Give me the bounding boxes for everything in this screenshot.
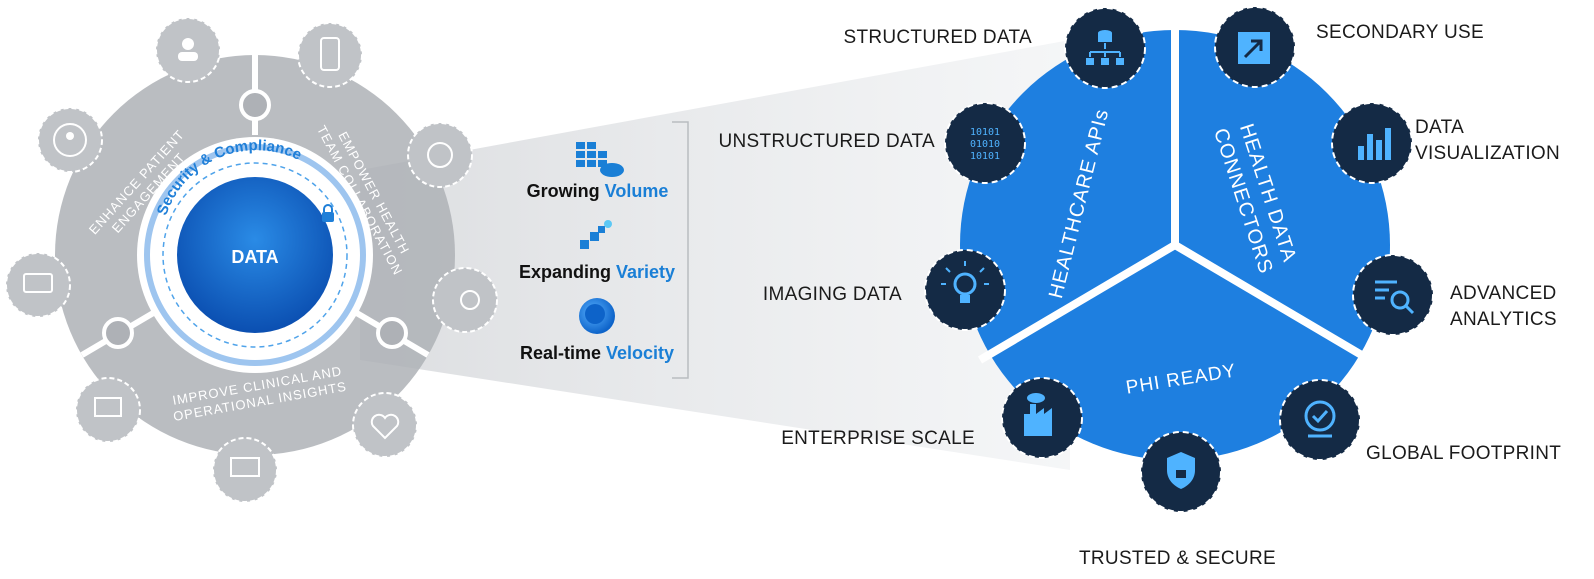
label-data-visualization: DATA VISUALIZATION	[1415, 115, 1560, 167]
label-data-visualization-line2: VISUALIZATION	[1415, 143, 1561, 164]
velocity-highlight: Velocity	[606, 343, 675, 363]
label-unstructured-data: UNSTRUCTURED DATA	[718, 131, 935, 152]
middle-item-variety: Expanding Variety	[508, 262, 686, 283]
label-advanced-analytics-line1: ADVANCED	[1450, 283, 1557, 304]
watch-icon	[432, 267, 498, 333]
lightbulb-icon	[924, 249, 1006, 331]
left-wheel-icons	[5, 17, 498, 503]
factory-icon	[1001, 377, 1083, 459]
bar-chart-icon	[1331, 102, 1413, 184]
stethoscope-icon	[407, 122, 473, 188]
circle-velocity-icon	[579, 298, 615, 334]
heart-health-icon	[352, 392, 418, 458]
label-structured-data: STRUCTURED DATA	[843, 27, 1032, 48]
binary-code-icon: 10101 01010 10101	[944, 102, 1026, 184]
left-wheel: Security & Compliance DATA ENHANCE PATIE…	[55, 55, 455, 455]
label-advanced-analytics: ADVANCED ANALYTICS	[1450, 281, 1557, 333]
shield-lock-icon	[1140, 431, 1222, 513]
data-core	[177, 177, 333, 333]
svg-text:01010: 01010	[970, 139, 1000, 150]
middle-item-velocity: Real-time Velocity	[508, 343, 686, 364]
right-wheel-icons: 10101 01010 10101	[924, 6, 1434, 513]
variety-highlight: Variety	[615, 262, 676, 282]
person-frame-icon	[155, 17, 221, 83]
variety-prefix: Expanding	[518, 262, 611, 282]
velocity-prefix: Real-time	[519, 343, 601, 363]
lock-icon	[322, 204, 334, 222]
label-advanced-analytics-line2: ANALYTICS	[1450, 309, 1557, 330]
mobile-device-icon	[297, 22, 363, 88]
laptop-chart-icon	[75, 377, 141, 443]
data-core-label: DATA	[231, 247, 278, 267]
svg-text:10101: 10101	[970, 151, 1000, 162]
data-grid-cloud-icon	[576, 142, 624, 177]
arrow-share-icon	[1214, 6, 1296, 88]
label-trusted-secure: TRUSTED & SECURE	[1079, 548, 1276, 569]
person-refresh-icon	[37, 107, 103, 173]
scattered-squares-icon	[580, 220, 612, 249]
svg-text:10101: 10101	[970, 127, 1000, 138]
globe-check-icon	[1279, 379, 1361, 461]
projection-beam	[360, 40, 1070, 470]
label-global-footprint: GLOBAL FOOTPRINT	[1366, 443, 1562, 464]
database-hierarchy-icon	[1064, 7, 1146, 89]
monitor-gear-icon	[212, 437, 278, 503]
label-imaging-data: IMAGING DATA	[762, 284, 902, 305]
volume-prefix: Growing	[526, 181, 600, 201]
label-secondary-use: SECONDARY USE	[1316, 22, 1484, 43]
middle-item-volume: Growing Volume	[515, 181, 680, 202]
right-wheel: HEALTHCARE APIs HEALTH DATACONNECTORS PH…	[960, 20, 1390, 460]
volume-highlight: Volume	[604, 181, 669, 201]
middle-bracket	[672, 121, 689, 379]
search-analytics-icon	[1352, 254, 1434, 336]
telehealth-icon	[5, 252, 71, 318]
label-enterprise-scale: ENTERPRISE SCALE	[781, 428, 975, 449]
label-data-visualization-line1: DATA	[1415, 117, 1465, 138]
